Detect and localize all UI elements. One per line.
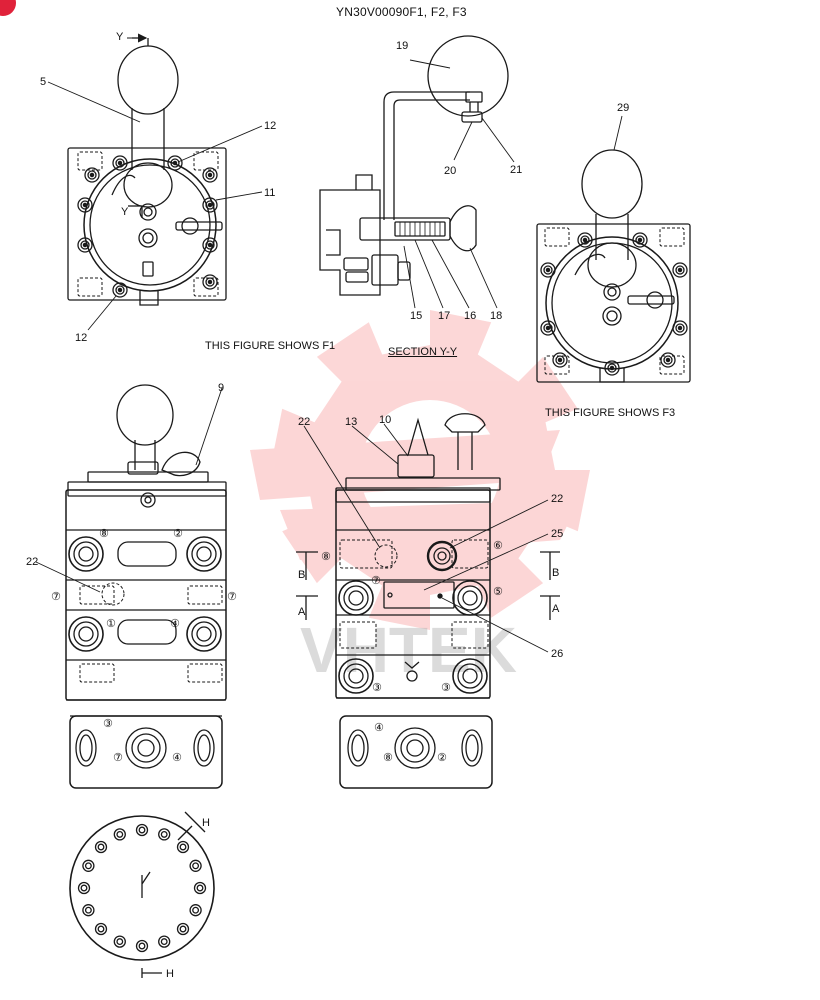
f3-top-view <box>536 115 691 383</box>
callout-25: 25 <box>551 528 564 540</box>
callout-9: 9 <box>218 382 225 394</box>
callout-19: 19 <box>396 40 409 52</box>
port-4-left: ④ <box>170 618 180 630</box>
callout-h-bottom: H <box>166 968 174 980</box>
side-view-left <box>35 384 227 789</box>
watermark-gear-hole <box>360 400 500 540</box>
port-8-section: ⑧ <box>321 551 331 563</box>
callout-22-section: 22 <box>298 416 311 428</box>
f1-top-view <box>47 33 263 331</box>
port-4-bottom: ④ <box>172 752 182 764</box>
callout-12-bottom: 12 <box>75 332 88 344</box>
callout-a-right: A <box>552 603 560 615</box>
callout-b-left: B <box>298 569 306 581</box>
callout-y-mid: Y <box>121 206 129 218</box>
callout-13: 13 <box>345 416 358 428</box>
callout-11: 11 <box>264 187 276 199</box>
port-8-left: ⑧ <box>99 528 109 540</box>
callout-12-top: 12 <box>264 120 277 132</box>
callout-18: 18 <box>490 310 503 322</box>
callout-15: 15 <box>410 310 423 322</box>
port-8-section-bottom: ⑧ <box>383 752 393 764</box>
port-7-section: ⑦ <box>371 575 381 587</box>
port-7-right-edge: ⑦ <box>227 591 237 603</box>
callout-b-right: B <box>552 567 560 579</box>
callout-29: 29 <box>617 102 630 114</box>
callout-5: 5 <box>40 76 47 88</box>
callout-20: 20 <box>444 165 457 177</box>
callout-16: 16 <box>464 310 477 322</box>
port-6: ⑥ <box>493 540 503 552</box>
port-4-section: ④ <box>374 722 384 734</box>
callout-22-left: 22 <box>26 556 39 568</box>
callout-a-left: A <box>298 606 306 618</box>
port-3-section-left: ③ <box>372 682 382 694</box>
callout-26: 26 <box>551 648 564 660</box>
callout-y-top: Y <box>116 31 124 43</box>
watermark-swoosh <box>250 430 560 500</box>
port-7-bottom: ⑦ <box>113 752 123 764</box>
caption-f1: THIS FIGURE SHOWS F1 <box>205 340 336 352</box>
callout-21: 21 <box>510 164 523 176</box>
corner-badge <box>0 0 16 16</box>
port-3-section-right: ③ <box>441 682 451 694</box>
port-2-section: ② <box>437 752 447 764</box>
bottom-flange <box>69 811 215 978</box>
callout-h-top: H <box>202 817 210 829</box>
port-3-left: ③ <box>103 718 113 730</box>
callout-10: 10 <box>379 414 392 426</box>
callout-17: 17 <box>438 310 451 322</box>
watermark-gear <box>270 310 590 630</box>
side-view-section <box>296 413 560 789</box>
section-y-y <box>319 35 515 309</box>
callout-22-right: 22 <box>551 493 564 505</box>
port-2-left: ② <box>173 528 183 540</box>
caption-f3: THIS FIGURE SHOWS F3 <box>545 407 676 419</box>
port-1: ① <box>106 618 116 630</box>
port-5: ⑤ <box>493 586 503 598</box>
port-7-left-edge: ⑦ <box>51 591 61 603</box>
drawing-title: YN30V00090F1, F2, F3 <box>336 5 467 19</box>
section-label: SECTION Y-Y <box>388 346 458 358</box>
